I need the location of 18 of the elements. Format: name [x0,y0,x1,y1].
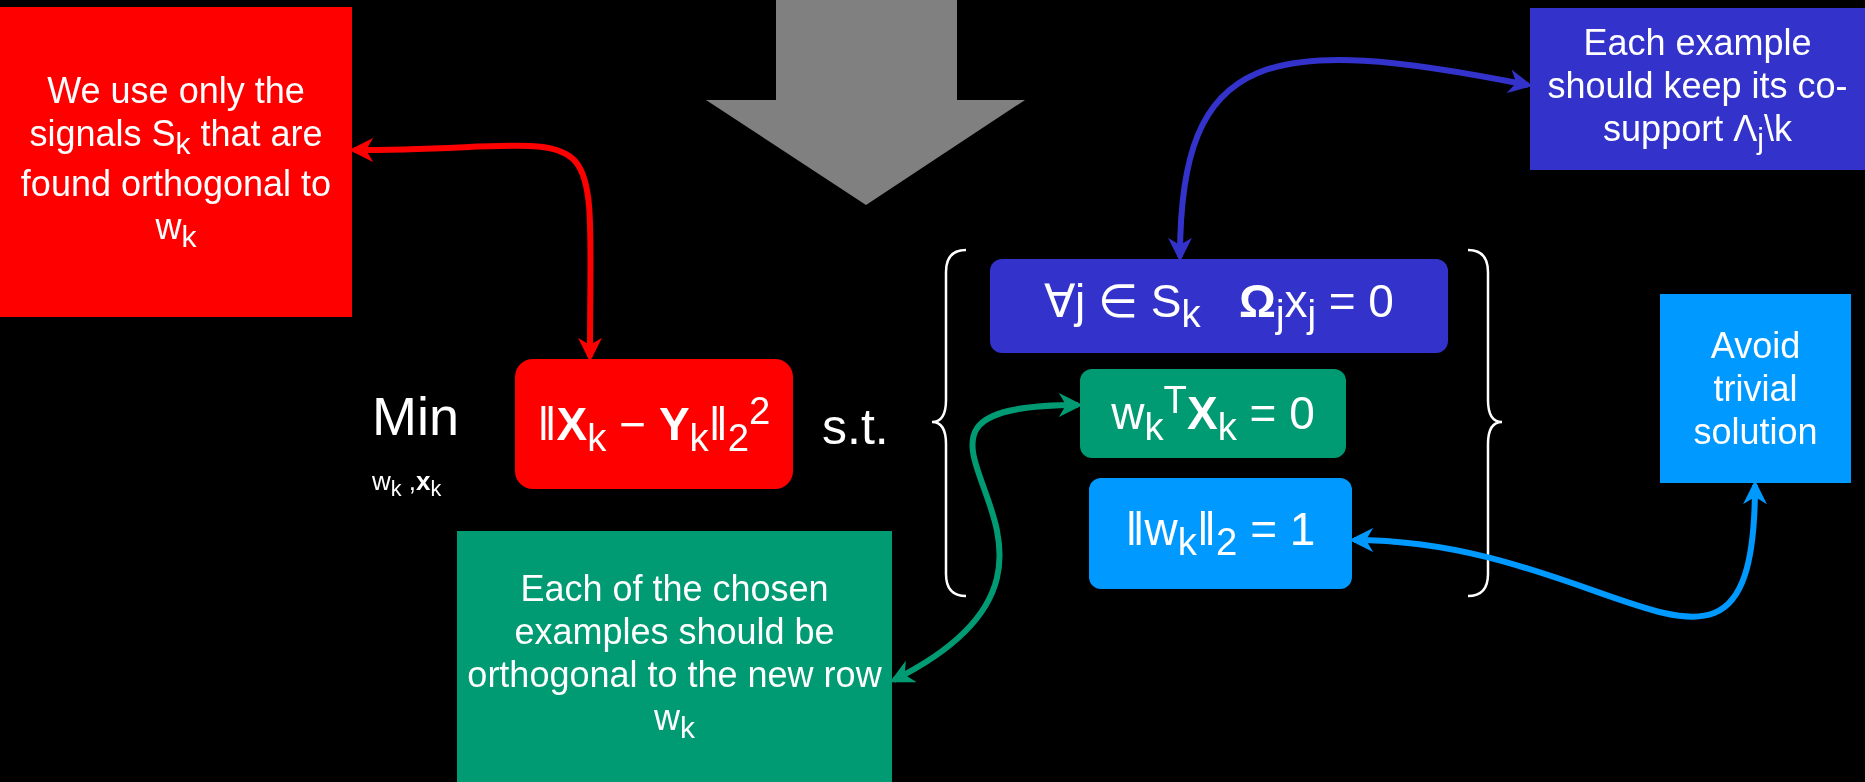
note-text: Each example should keep its co-support Λ$_{j}$\k [1546,20,1849,158]
formula: w$_{k}$$^{T}$X$_{k}$ = 0 [1111,377,1315,450]
note-box [0,7,352,317]
formula-box [1089,478,1352,589]
constraint-text: s.t. [822,398,889,456]
formula-box [990,259,1448,353]
note-text: We use only the signals S$_{k}$ that are found orthogonal to w$_{k}$ [19,68,333,256]
note-text: Avoid trivial solution [1692,323,1819,454]
formula-box [1080,369,1346,458]
operator-text: Min [372,385,459,447]
note-box [1530,8,1865,170]
formula-box [515,359,793,489]
formula: ‖w$_{k}$‖$_{2}$ = 1 [1125,501,1316,566]
note-text: Each of the chosen examples should be orthogonal to the new row w$_{k}$ [467,566,882,747]
subscript-text: w$_{k}$ ,x$_{k}$ [372,466,442,503]
note-box [1660,294,1851,483]
note-box [457,531,892,782]
formula: ∀j ∈ S$_{k}$ Ω$_{j}$x$_{j}$ = 0 [1044,274,1394,338]
